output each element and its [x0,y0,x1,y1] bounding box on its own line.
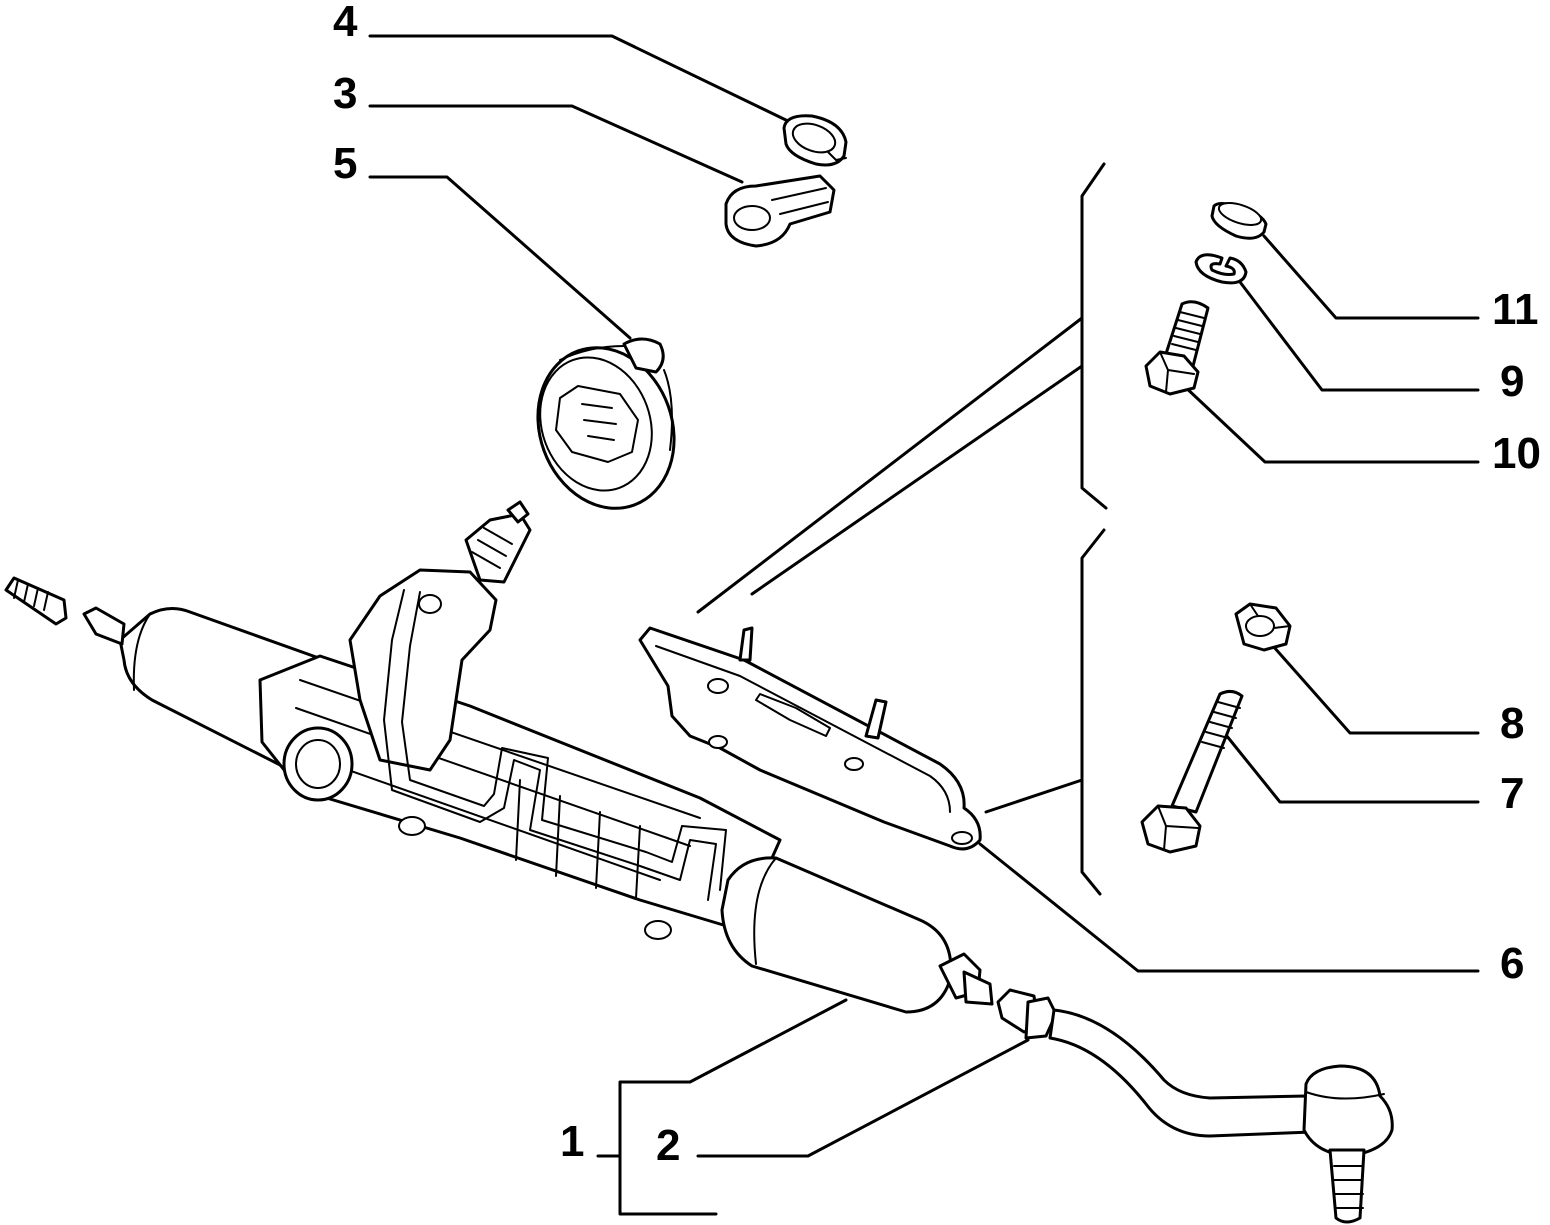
tie-rod-end-part-2 [996,988,1394,1224]
steering-rack-part-1 [4,500,994,1014]
callout-10: 10 [1492,429,1541,478]
leader-3 [368,104,744,184]
lower-pointer-line [984,778,1084,814]
leader-11 [1262,234,1480,320]
leader-1 [596,998,848,1158]
lower-group-bracket [1080,528,1106,896]
callout-7: 7 [1500,769,1524,818]
ring-part-4 [782,114,848,167]
washer-part-11 [1210,201,1268,240]
leader-lines [368,34,1480,1216]
callout-3: 3 [333,69,357,118]
boot-part-5 [536,337,676,510]
leader-6 [978,842,1480,973]
callout-8: 8 [1500,699,1524,748]
callout-1: 1 [560,1117,584,1166]
callout-9: 9 [1500,357,1524,406]
group-brackets [696,162,1108,896]
callout-numbers: 4 3 5 11 9 10 8 7 6 1 2 [333,0,1541,1170]
spring-washer-part-9 [1194,253,1248,285]
upper-group-bracket [1080,162,1108,510]
leader-8 [1271,644,1480,735]
callout-11: 11 [1492,285,1539,334]
leader-2 [696,1038,1030,1158]
clamp-part-3 [724,174,836,248]
callout-5: 5 [333,139,357,188]
callout-2: 2 [656,1121,680,1170]
callout-4: 4 [333,0,358,46]
nut-part-8 [1234,602,1292,652]
long-bolt-part-7 [1140,689,1244,854]
leader-9 [1238,280,1480,392]
leader-4 [368,34,792,124]
callout-6: 6 [1500,939,1524,988]
leader-1-bracket [618,1154,718,1216]
upper-pointer-line [696,316,1084,614]
mounting-bracket-part-6 [638,626,982,851]
leader-5 [368,175,632,340]
leader-10 [1180,382,1480,464]
leader-7 [1220,728,1480,804]
bolt-part-10 [1144,300,1210,396]
mid-pointer-line [750,364,1084,596]
